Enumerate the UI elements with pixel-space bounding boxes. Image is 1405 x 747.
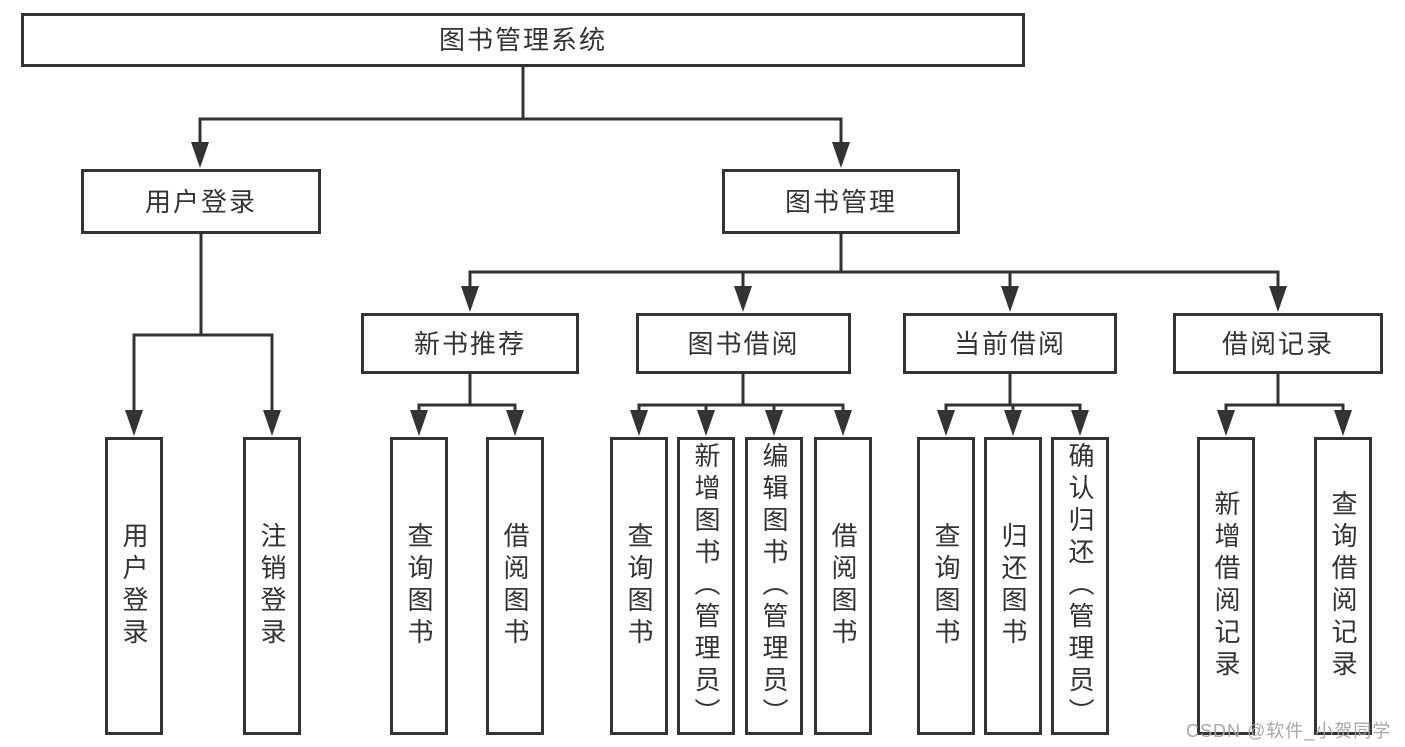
node-new-book-recommend: 新书推荐 xyxy=(361,313,579,374)
leaf-confirm-return-admin-label: 确认归还（管理员） xyxy=(1065,442,1095,730)
node-book-management: 图书管理 xyxy=(722,169,960,234)
leaf-logout: 注销登录 xyxy=(243,437,301,735)
leaf-add-borrow-record-label: 新增借阅记录 xyxy=(1211,490,1241,682)
csdn-watermark: CSDN @软件_小贺同学 xyxy=(1186,721,1392,741)
leaf-add-borrow-record: 新增借阅记录 xyxy=(1197,437,1255,735)
leaf-query-borrow-record: 查询借阅记录 xyxy=(1314,437,1372,735)
leaf-borrow-books-recommend-label: 借阅图书 xyxy=(500,522,530,650)
leaf-query-books-current: 查询图书 xyxy=(917,437,975,735)
leaf-query-books-recommend: 查询图书 xyxy=(390,437,448,735)
leaf-query-books-borrow: 查询图书 xyxy=(610,437,668,735)
leaf-edit-book-admin-label: 编辑图书（管理员） xyxy=(759,442,789,730)
leaf-return-book: 归还图书 xyxy=(984,437,1042,735)
leaf-query-books-current-label: 查询图书 xyxy=(931,522,961,650)
leaf-add-book-admin: 新增图书（管理员） xyxy=(677,437,735,735)
leaf-return-book-label: 归还图书 xyxy=(998,522,1028,650)
leaf-borrow-books: 借阅图书 xyxy=(814,437,872,735)
leaf-borrow-books-recommend: 借阅图书 xyxy=(486,437,544,735)
leaf-confirm-return-admin: 确认归还（管理员） xyxy=(1051,437,1109,735)
node-borrow-records: 借阅记录 xyxy=(1173,313,1383,374)
leaf-query-books-borrow-label: 查询图书 xyxy=(624,522,654,650)
leaf-add-book-admin-label: 新增图书（管理员） xyxy=(691,442,721,730)
node-book-borrow: 图书借阅 xyxy=(636,313,851,374)
leaf-user-login-label: 用户登录 xyxy=(119,522,149,650)
leaf-logout-label: 注销登录 xyxy=(257,522,287,650)
node-current-borrow: 当前借阅 xyxy=(903,313,1117,374)
leaf-query-borrow-record-label: 查询借阅记录 xyxy=(1328,490,1358,682)
leaf-borrow-books-label: 借阅图书 xyxy=(828,522,858,650)
leaf-query-books-recommend-label: 查询图书 xyxy=(404,522,434,650)
node-root: 图书管理系统 xyxy=(21,13,1025,67)
leaf-edit-book-admin: 编辑图书（管理员） xyxy=(745,437,803,735)
leaf-user-login: 用户登录 xyxy=(105,437,163,735)
node-user-login: 用户登录 xyxy=(81,169,321,234)
